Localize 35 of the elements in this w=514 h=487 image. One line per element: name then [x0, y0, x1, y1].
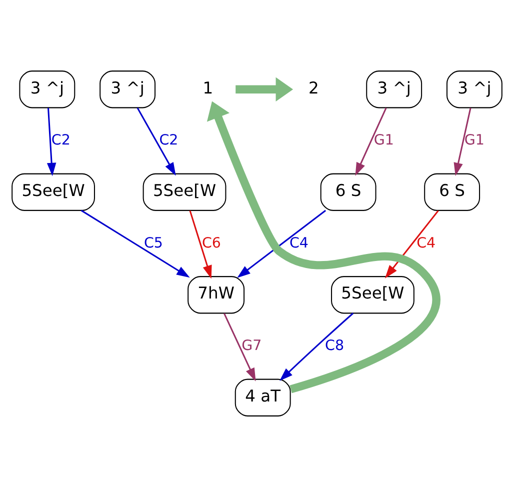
arrow — [384, 210, 439, 278]
arrow — [236, 77, 294, 102]
edge-label: G1 — [464, 132, 484, 149]
edge-label: C4 — [289, 235, 308, 252]
edge-label: G7 — [242, 338, 262, 354]
node-box: 6 S — [424, 173, 480, 211]
arrow — [237, 210, 326, 278]
node-box: 5See[W — [12, 173, 95, 211]
edge-label: C5 — [144, 235, 163, 252]
node-box: 3 ^j — [19, 70, 76, 108]
node-text: 2 — [308, 78, 319, 98]
node-box: 5See[W — [331, 276, 414, 314]
arrow — [224, 313, 256, 382]
arrow — [454, 108, 472, 176]
edge-label: C4 — [416, 235, 436, 252]
arrow — [136, 108, 176, 176]
edge-label: C8 — [325, 338, 344, 354]
edge-label: G1 — [374, 132, 394, 149]
arrow — [355, 108, 387, 176]
arrow — [280, 312, 354, 381]
arrow — [189, 210, 212, 279]
node-box: 3 ^j — [100, 70, 156, 108]
edge-label: C2 — [159, 132, 178, 149]
arrow — [46, 108, 56, 176]
node-box: 3 ^j — [446, 70, 502, 108]
node-box: 7hW — [188, 276, 245, 314]
edge-label: C2 — [51, 132, 70, 149]
node-box: 6 S — [320, 173, 376, 211]
node-box: 5See[W — [142, 173, 226, 211]
node-box: 3 ^j — [366, 70, 422, 108]
arrow — [80, 210, 190, 278]
node-text: 1 — [202, 78, 214, 98]
edge-label: C6 — [202, 235, 221, 252]
node-box: 4 aT — [234, 378, 291, 416]
arrow — [206, 101, 440, 394]
